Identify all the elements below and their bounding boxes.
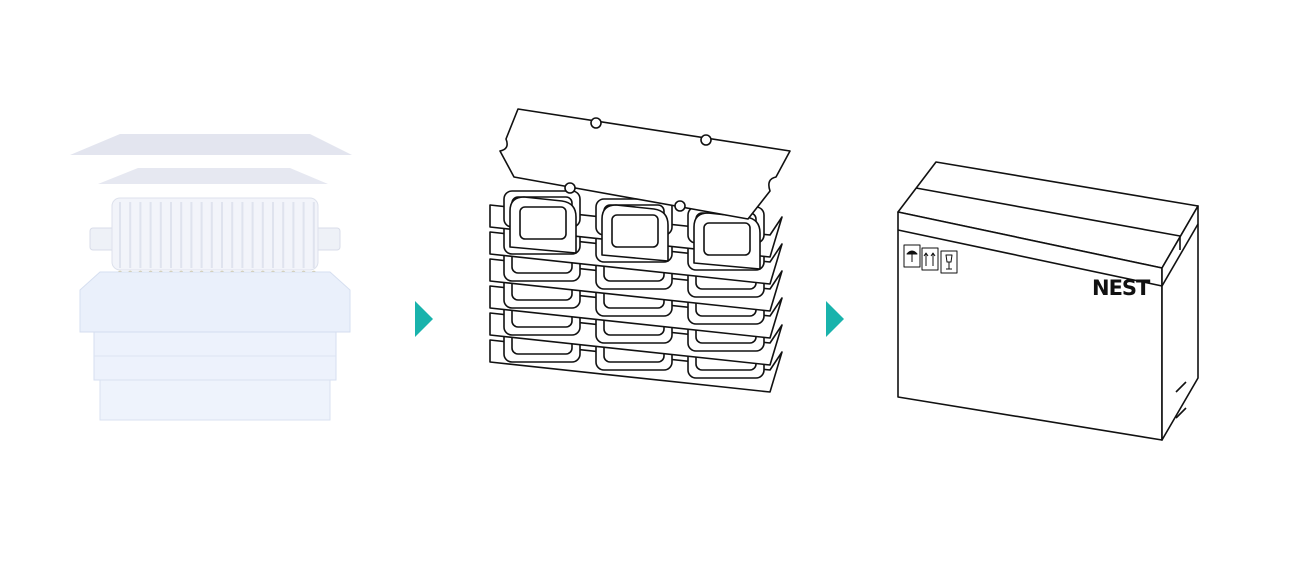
umbrella-keep-dry-icon: [903, 244, 921, 268]
shipping-carton-illustration: [880, 150, 1220, 450]
blister-tray-stack-illustration: [470, 95, 810, 435]
lid-sheet-top: [70, 134, 352, 155]
lid-sheet-second: [98, 168, 328, 184]
blister-cap: [693, 212, 761, 270]
flow-arrow-1: [415, 301, 433, 337]
blister-cap: [601, 204, 669, 262]
lid-film: [499, 108, 791, 220]
tub-rim: [79, 271, 351, 333]
carton-side: [1161, 205, 1199, 441]
blister-cap: [509, 196, 577, 254]
fragile-glass-icon: [940, 250, 958, 274]
tip-rack: [111, 197, 319, 271]
this-way-up-icon: [921, 247, 939, 271]
flow-arrow-2: [826, 301, 844, 337]
brand-logo: NEST: [1092, 276, 1150, 300]
tip-box-tub-illustration: [60, 120, 370, 430]
